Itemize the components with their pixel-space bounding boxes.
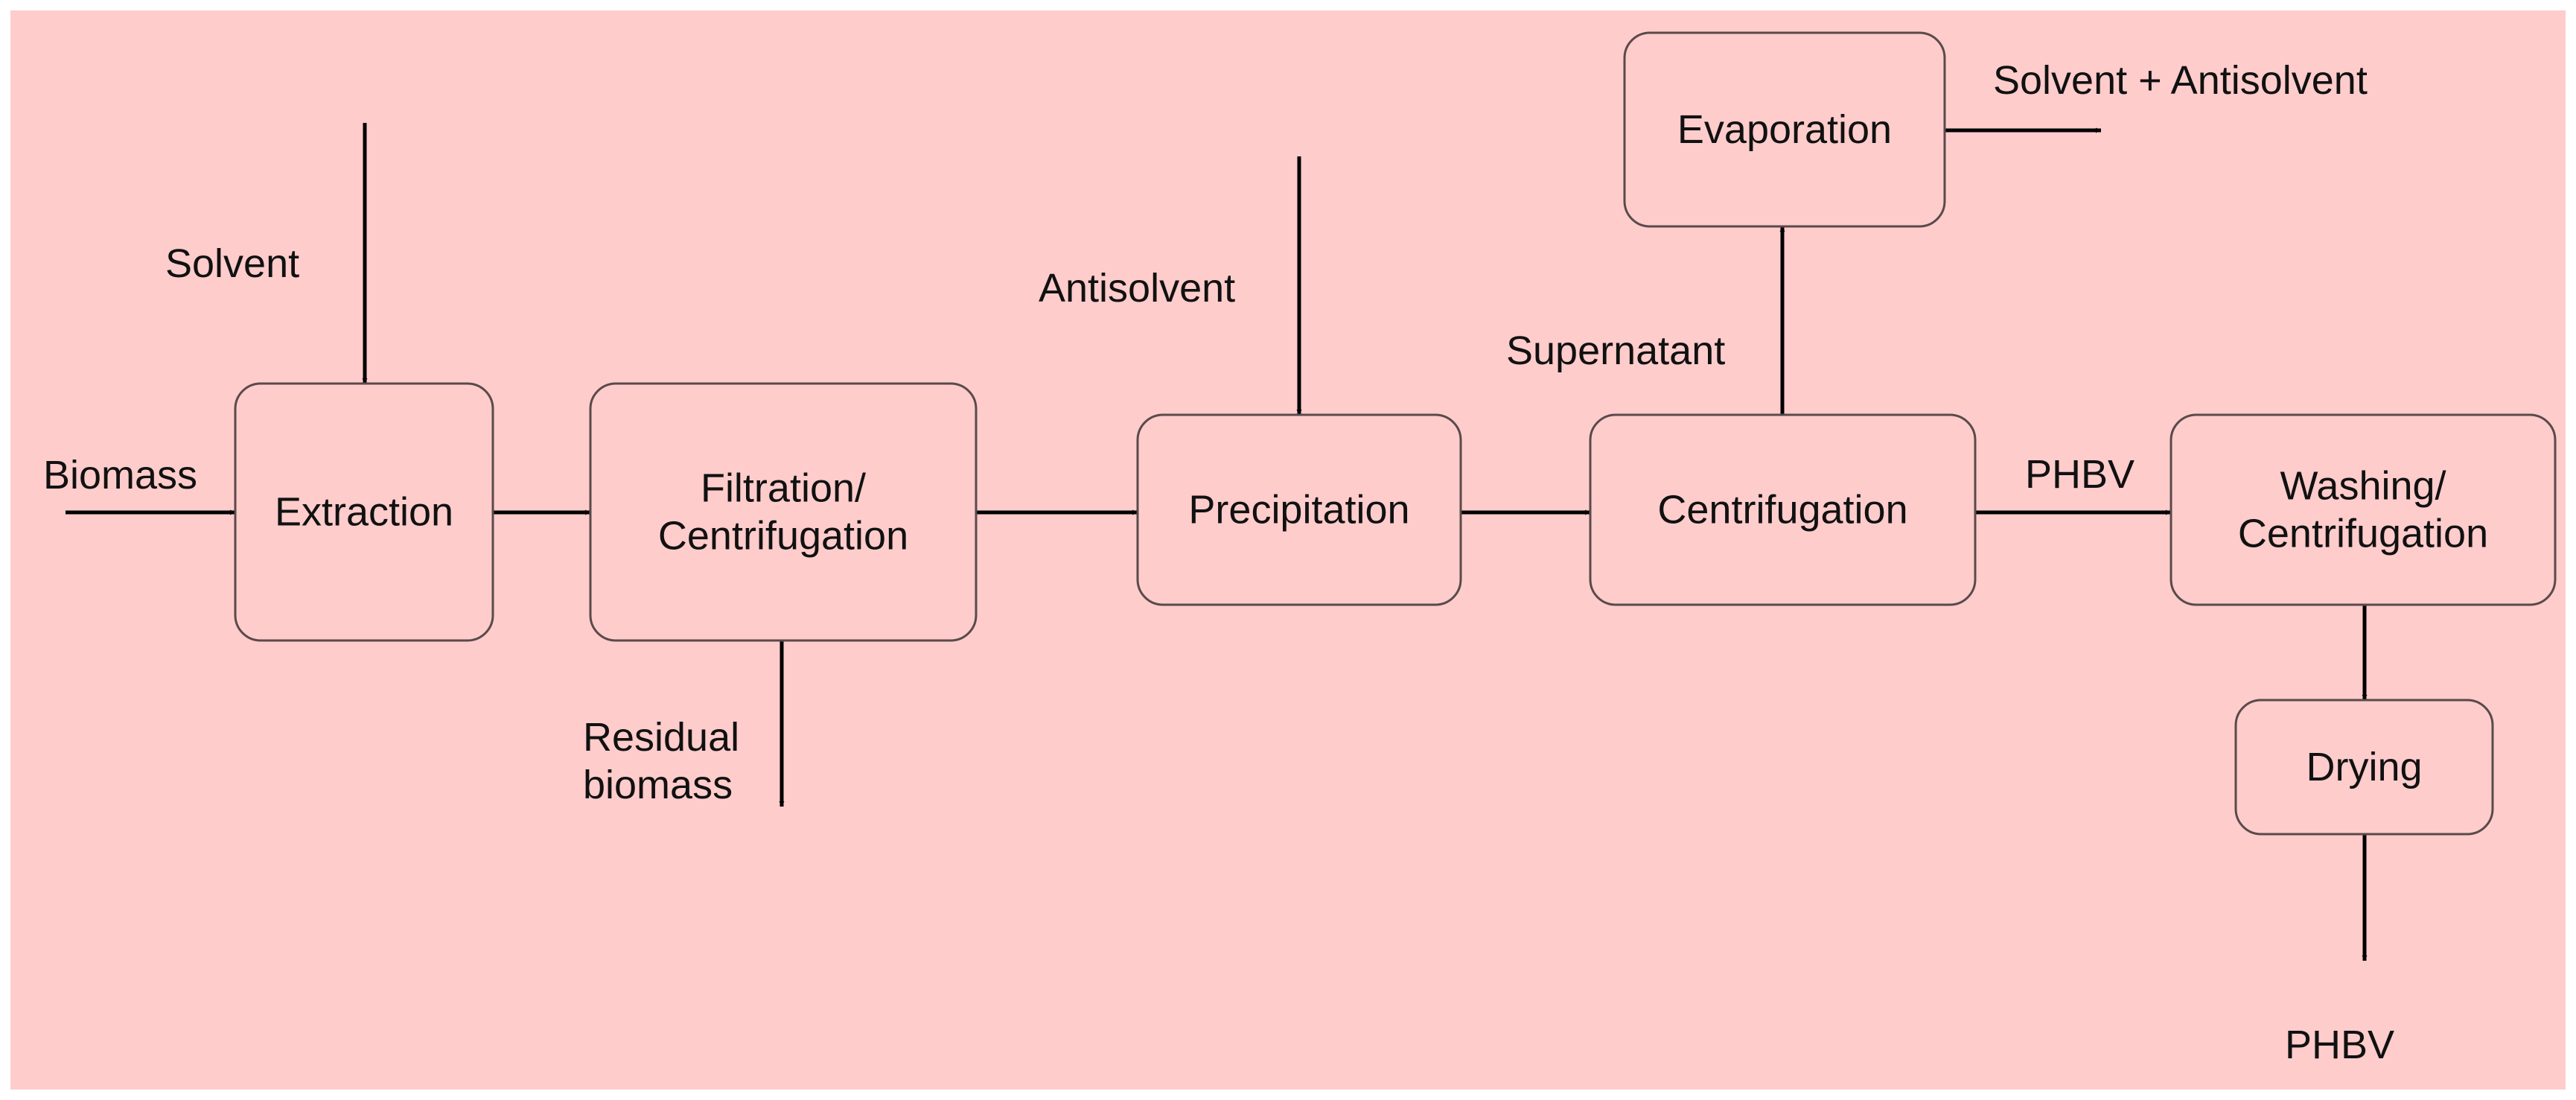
box-centrifugation-label: Centrifugation (1657, 488, 1907, 532)
box-filtration: Filtration/Centrifugation (589, 382, 978, 642)
label-residual-biomass: Residual (583, 715, 739, 760)
box-filtration-label: Centrifugation (658, 514, 908, 559)
label-antisolvent: Antisolvent (1039, 266, 1235, 311)
box-extraction-label: Extraction (275, 490, 453, 535)
box-washing: Washing/Centrifugation (2169, 413, 2557, 606)
box-drying-shape (2234, 699, 2494, 836)
box-filtration-shape (589, 382, 978, 642)
label-supernatant: Supernatant (1506, 328, 1725, 373)
box-filtration-label: Filtration/ (701, 466, 866, 511)
box-extraction: Extraction (234, 382, 494, 642)
box-washing-shape (2169, 413, 2557, 606)
box-evaporation: Evaporation (1623, 31, 1946, 228)
box-centrifugation-shape (1589, 413, 1977, 606)
box-precipitation-shape (1136, 413, 1462, 606)
label-phbv-mid: PHBV (2025, 452, 2135, 497)
box-centrifugation: Centrifugation (1589, 413, 1977, 606)
box-drying-label: Drying (2306, 745, 2422, 789)
label-solvent: Solvent (165, 241, 299, 286)
box-extraction-shape (234, 382, 494, 642)
box-washing-label: Centrifugation (2238, 512, 2488, 556)
box-washing-label: Washing/ (2280, 464, 2446, 509)
box-precipitation: Precipitation (1136, 413, 1462, 606)
box-evaporation-shape (1623, 31, 1946, 228)
label-solvent-antisolvent: Solvent + Antisolvent (1993, 58, 2368, 103)
box-precipitation-label: Precipitation (1188, 488, 1409, 532)
boxes-layer: Extraction Filtration/Centrifugation Preci… (234, 31, 2557, 836)
label-phbv-out: PHBV (2285, 1023, 2394, 1067)
label-residual-biomass: biomass (583, 763, 733, 807)
box-evaporation-label: Evaporation (1677, 107, 1892, 152)
box-drying: Drying (2234, 699, 2494, 836)
arrows-layer (66, 123, 2368, 961)
label-biomass: Biomass (43, 453, 197, 497)
